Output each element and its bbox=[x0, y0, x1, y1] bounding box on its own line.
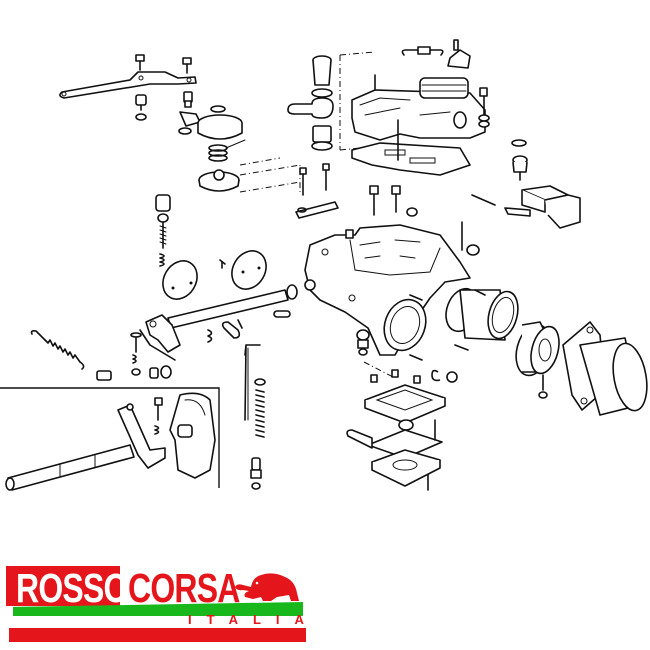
lever-fasteners bbox=[96, 332, 172, 381]
carb-top-cover bbox=[351, 39, 490, 176]
logo-red-bar bbox=[9, 628, 306, 642]
main-body bbox=[304, 221, 519, 361]
throttle-discs bbox=[162, 250, 267, 300]
choke-screw bbox=[155, 194, 171, 267]
logo-red-block bbox=[6, 566, 120, 606]
elephant-icon bbox=[235, 573, 299, 601]
choke-diaphragm bbox=[178, 105, 246, 192]
air-horn bbox=[562, 321, 648, 416]
logo-word-rosso: ROSSO bbox=[16, 565, 128, 611]
exploded-parts-diagram bbox=[0, 39, 648, 491]
rosso-corsa-logo: ROSSO CORSA ITALIA bbox=[6, 563, 306, 643]
inset-spindle bbox=[0, 387, 220, 491]
accelerator-pump bbox=[346, 329, 458, 491]
float-bracket bbox=[295, 163, 418, 219]
logo-word-corsa: CORSA bbox=[128, 565, 240, 611]
throttle-spindle bbox=[139, 284, 298, 361]
venturi-chokes bbox=[515, 321, 560, 399]
logo-tagline-italia: ITALIA bbox=[188, 612, 319, 627]
emulsion-tube-holder bbox=[287, 55, 334, 151]
linkage-arm bbox=[59, 54, 197, 121]
return-spring bbox=[30, 330, 85, 370]
float-assembly bbox=[471, 139, 581, 229]
choke-rod bbox=[244, 344, 266, 490]
